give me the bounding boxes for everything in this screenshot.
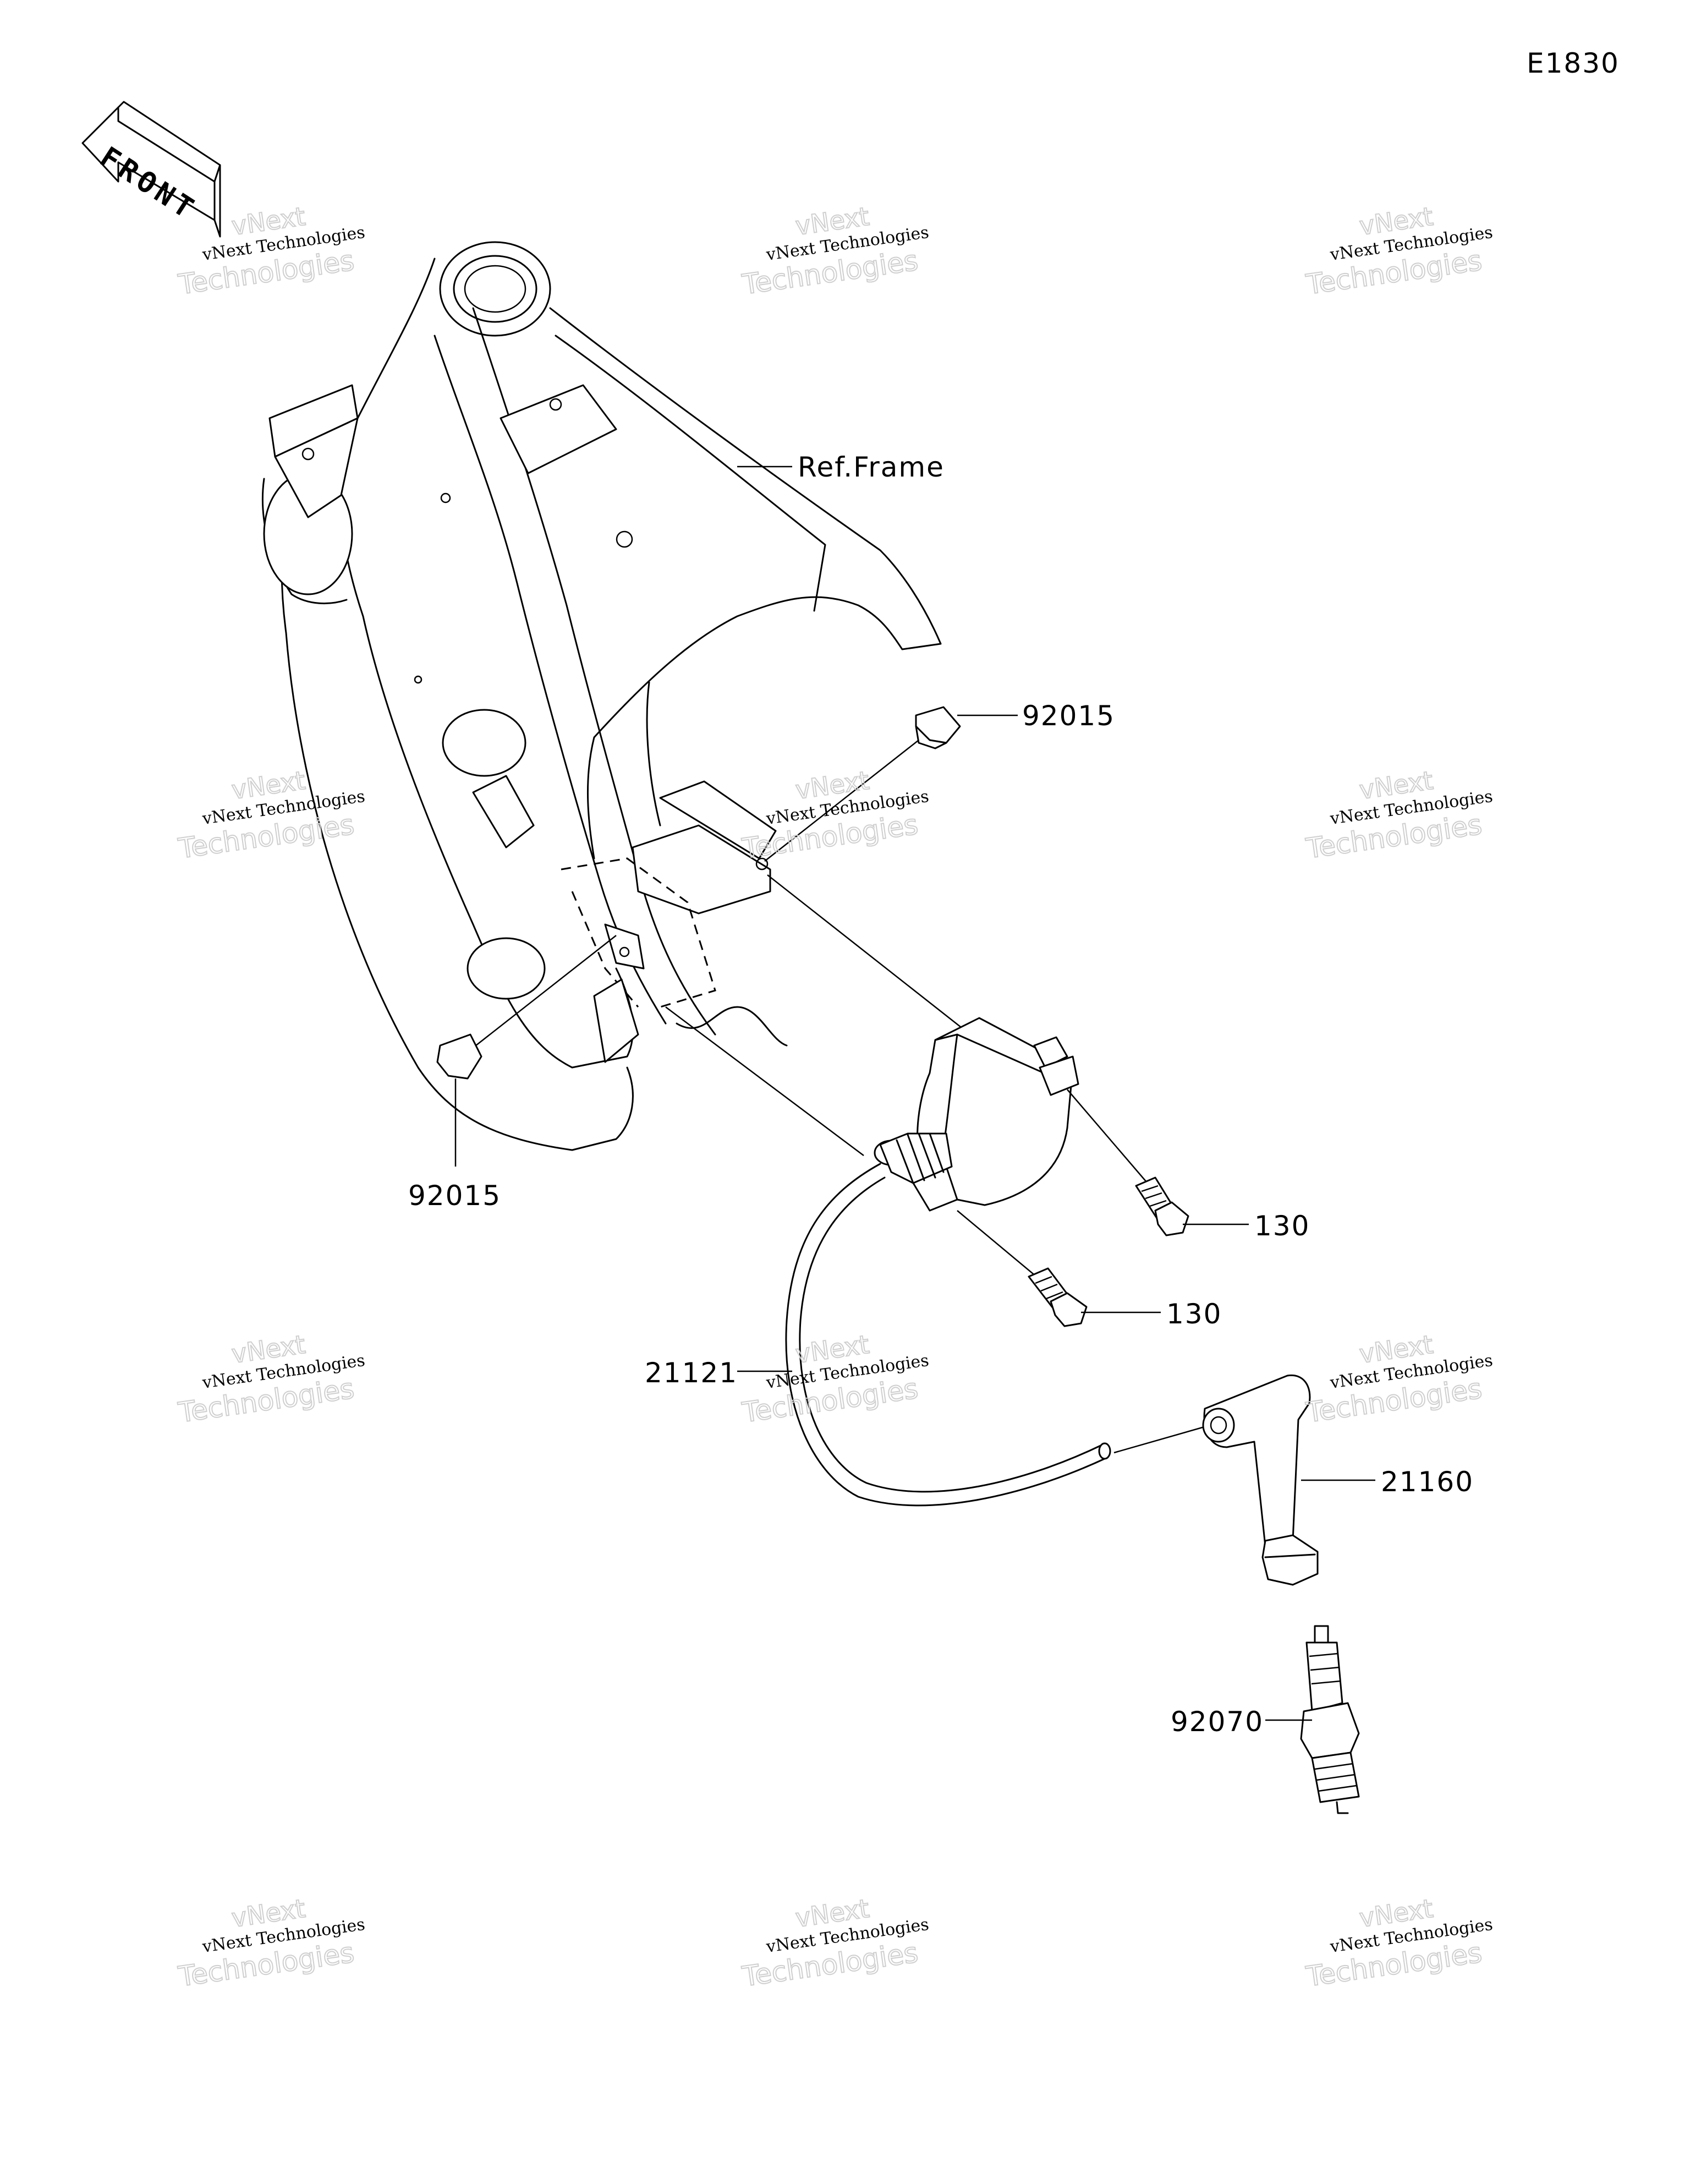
watermark: vNext vNext Technologies Technologies: [175, 765, 366, 866]
label-92070: 92070: [1171, 1706, 1264, 1738]
watermark: vNext vNext Technologies Technologies: [175, 1893, 366, 1994]
front-arrow-icon: FRONT: [81, 101, 221, 238]
guide-line-coil-lower: [665, 1006, 864, 1156]
coil-boot: [874, 1132, 953, 1184]
spark-plug: [1300, 1625, 1360, 1814]
label-ref-frame: Ref.Frame: [798, 451, 945, 483]
watermark: vNext vNext Technologies Technologies: [739, 201, 930, 302]
label-21160: 21160: [1381, 1466, 1474, 1498]
diagram-code: E1830: [1527, 47, 1620, 79]
guide-line-92015-upper: [764, 740, 919, 862]
ignition-coil: [874, 1017, 1079, 1212]
clip-92015-upper: [915, 706, 961, 749]
watermark: vNext vNext Technologies Technologies: [1303, 1329, 1494, 1430]
watermark: vNext vNext Technologies Technologies: [739, 765, 930, 866]
guide-line-92015-lower: [475, 935, 617, 1046]
watermark: vNext vNext Technologies Technologies: [1303, 201, 1494, 302]
bolt-130-upper: [1067, 1089, 1189, 1236]
watermark: vNext vNext Technologies Technologies: [175, 1329, 366, 1430]
watermark: vNext vNext Technologies Technologies: [739, 1329, 930, 1430]
watermark: vNext vNext Technologies Technologies: [1303, 765, 1494, 866]
label-21121: 21121: [645, 1357, 738, 1389]
watermark: vNext vNext Technologies Technologies: [1303, 1893, 1494, 1994]
label-130-upper: 130: [1254, 1210, 1310, 1242]
clip-92015-lower: [436, 1033, 482, 1080]
label-92015-upper: 92015: [1022, 700, 1115, 732]
frame: [261, 241, 942, 1151]
label-130-lower: 130: [1166, 1298, 1222, 1330]
watermark: vNext vNext Technologies Technologies: [739, 1893, 930, 1994]
bolt-130-lower: [957, 1210, 1088, 1327]
guide-line-coil-upper: [767, 874, 974, 1038]
coil-lead: [785, 1163, 1111, 1507]
label-92015-lower: 92015: [408, 1180, 501, 1212]
spark-plug-cap: [1113, 1374, 1319, 1586]
